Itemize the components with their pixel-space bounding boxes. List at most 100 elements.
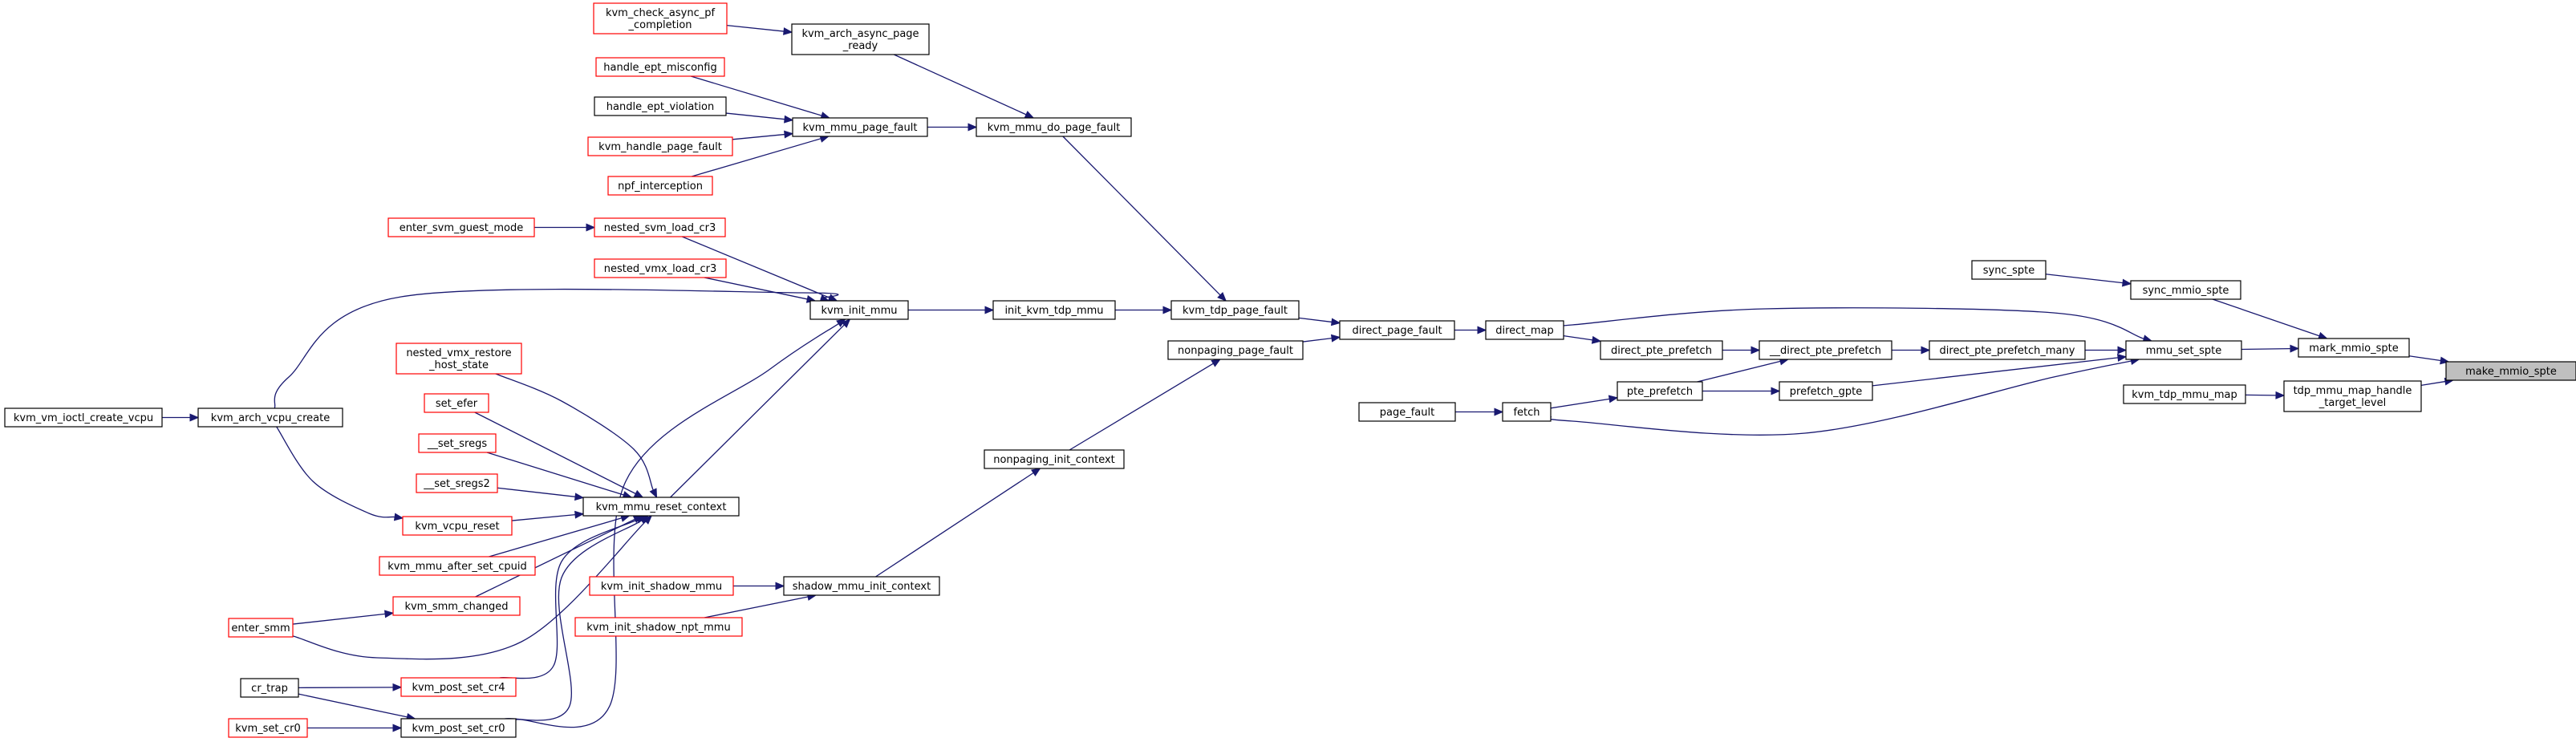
node-kvm-smm-changed[interactable]: kvm_smm_changed (392, 596, 521, 616)
node-kvm-tdp-mmu-map[interactable]: kvm_tdp_mmu_map (2123, 384, 2246, 404)
node-npf-interception[interactable]: npf_interception (607, 176, 713, 196)
node-pte-prefetch[interactable]: pte_prefetch (1617, 381, 1703, 401)
node-kvm-mmu-page-fault[interactable]: kvm_mmu_page_fault (792, 117, 928, 137)
node-kvm-vcpu-reset[interactable]: kvm_vcpu_reset (402, 516, 513, 536)
node-kvm-arch-async-page-ready[interactable]: kvm_arch_async_page_ready (791, 23, 930, 55)
node-label: cr_trap (251, 683, 288, 695)
node-mark-mmio-spte[interactable]: mark_mmio_spte (2298, 338, 2410, 358)
arrowhead-icon (574, 510, 585, 519)
node-box (2283, 380, 2422, 412)
node-nonpaging-init-context[interactable]: nonpaging_init_context (984, 449, 1125, 469)
node-kvm-vm-ioctl-create-vcpu[interactable]: kvm_vm_ioctl_create_vcpu (4, 407, 163, 428)
arrowhead-icon (189, 413, 200, 422)
node-mmu-set-spte[interactable]: mmu_set_spte (2125, 340, 2242, 360)
node-tdp-mmu-map-handle-target-level[interactable]: tdp_mmu_map_handle_target_level (2283, 380, 2422, 412)
node-label: nested_vmx_restore (406, 347, 511, 359)
call-edge-__set_sregs-to-kvm_mmu_reset_context (486, 452, 633, 499)
node-set-sregs[interactable]: __set_sregs (418, 433, 497, 453)
arrowhead-icon (1211, 359, 1221, 367)
node-box (809, 300, 909, 320)
node-make-mmio-spte[interactable]: make_mmio_spte (2445, 361, 2576, 381)
arrowhead-icon (784, 115, 794, 124)
node-nested-svm-load-cr3[interactable]: nested_svm_load_cr3 (594, 217, 726, 237)
arrowhead-icon (1330, 318, 1341, 326)
node-nested-vmx-load-cr3[interactable]: nested_vmx_load_cr3 (594, 258, 727, 278)
node-set-sregs2[interactable]: __set_sregs2 (416, 473, 498, 493)
edge-line (726, 25, 785, 32)
node-kvm-init-shadow-mmu[interactable]: kvm_init_shadow_mmu (589, 576, 734, 596)
node-kvm-init-shadow-npt-mmu[interactable]: kvm_init_shadow_npt_mmu (574, 617, 743, 637)
call-edges (162, 25, 2455, 732)
call-edge-nonpaging_init_context-to-nonpaging_page_fault (1069, 359, 1221, 451)
node-direct-map[interactable]: direct_map (1485, 320, 1564, 340)
node-label: __set_sregs (427, 438, 487, 450)
arrowhead-icon (649, 488, 658, 499)
arrowhead-icon (1330, 334, 1341, 343)
arrowhead-icon (1591, 335, 1602, 344)
node-direct-pte-prefetch-many[interactable]: direct_pte_prefetch_many (1929, 340, 2086, 360)
node-label: direct_map (1495, 325, 1554, 337)
node-kvm-tdp-page-fault[interactable]: kvm_tdp_page_fault (1170, 300, 1300, 320)
node-kvm-mmu-reset-context[interactable]: kvm_mmu_reset_context (582, 497, 740, 517)
node-nested-vmx-restore-host-state[interactable]: nested_vmx_restore_host_state (396, 343, 522, 375)
node-label: kvm_post_set_cr4 (412, 682, 505, 694)
arrowhead-icon (392, 724, 403, 732)
edge-line (894, 54, 1027, 116)
call-edge-kvm_init_mmu-to-init_kvm_tdp_mmu (908, 306, 995, 314)
edge-line (1062, 136, 1221, 296)
node-box (587, 136, 733, 156)
call-edge-kvm_vcpu_reset-to-kvm_mmu_reset_context (511, 510, 585, 521)
node-nonpaging-page-fault[interactable]: nonpaging_page_fault (1167, 340, 1304, 360)
arrowhead-icon (836, 318, 846, 327)
call-edge-sync_spte-to-sync_mmio_spte (2045, 274, 2132, 287)
call-edge-init_kvm_tdp_mmu-to-kvm_tdp_page_fault (1115, 306, 1173, 314)
node-box (387, 217, 535, 237)
node-label: _ready (842, 40, 878, 52)
node-label: kvm_set_cr0 (235, 723, 301, 735)
node-set-efer[interactable]: set_efer (424, 393, 489, 413)
node-kvm-init-mmu[interactable]: kvm_init_mmu (809, 300, 909, 320)
node-kvm-arch-vcpu-create[interactable]: kvm_arch_vcpu_create (197, 407, 343, 428)
node-kvm-mmu-do-page-fault[interactable]: kvm_mmu_do_page_fault (976, 117, 1132, 137)
node-box (791, 23, 930, 55)
node-direct-page-fault[interactable]: direct_page_fault (1339, 320, 1455, 340)
edge-line (276, 426, 396, 518)
node-kvm-handle-page-fault[interactable]: kvm_handle_page_fault (587, 136, 733, 156)
edge-line (489, 517, 623, 557)
arrowhead-icon (1494, 407, 1504, 416)
edge-line (497, 487, 576, 497)
node-cr-trap[interactable]: cr_trap (240, 678, 299, 698)
node-enter-smm[interactable]: enter_smm (228, 618, 294, 638)
node-kvm-mmu-after-set-cpuid[interactable]: kvm_mmu_after_set_cpuid (379, 556, 536, 576)
call-edge-direct_pte_prefetch-to-__direct_pte_prefetch (1722, 346, 1761, 355)
node-direct-pte-prefetch[interactable]: direct_pte_prefetch (1600, 340, 1723, 360)
edge-line (1563, 334, 1593, 341)
node-kvm-set-cr0[interactable]: kvm_set_cr0 (228, 718, 308, 738)
node-kvm-post-set-cr0[interactable]: kvm_post_set_cr0 (400, 718, 517, 738)
node-sync-mmio-spte[interactable]: sync_mmio_spte (2130, 280, 2241, 300)
node-sync-spte[interactable]: sync_spte (1971, 260, 2047, 280)
node-direct-pte-prefetch[interactable]: __direct_pte_prefetch (1759, 340, 1892, 360)
node-shadow-mmu-init-context[interactable]: shadow_mmu_init_context (783, 576, 940, 596)
node-prefetch-gpte[interactable]: prefetch_gpte (1779, 381, 1873, 401)
call-edge-kvm_init_shadow_mmu-to-shadow_mmu_init_context (733, 582, 785, 590)
node-page-fault[interactable]: page_fault (1358, 402, 1456, 422)
node-kvm-check-async-pf-completion[interactable]: kvm_check_async_pf_completion (593, 2, 728, 34)
node-fetch[interactable]: fetch (1502, 402, 1552, 422)
node-enter-svm-guest-mode[interactable]: enter_svm_guest_mode (387, 217, 535, 237)
arrowhead-icon (1024, 111, 1035, 119)
arrowhead-icon (384, 610, 395, 618)
node-kvm-post-set-cr4[interactable]: kvm_post_set_cr4 (400, 677, 517, 697)
node-handle-ept-misconfig[interactable]: handle_ept_misconfig (595, 57, 725, 77)
edge-line (499, 519, 638, 679)
node-init-kvm-tdp-mmu[interactable]: init_kvm_tdp_mmu (992, 300, 1116, 320)
node-box (594, 96, 727, 116)
node-label: kvm_mmu_reset_context (596, 501, 727, 513)
edge-line (1069, 363, 1214, 451)
node-label: kvm_check_async_pf (606, 7, 716, 19)
node-box (992, 300, 1116, 320)
node-label: tdp_mmu_map_handle (2294, 385, 2412, 397)
node-handle-ept-violation[interactable]: handle_ept_violation (594, 96, 727, 116)
node-box (1358, 402, 1456, 422)
edge-line (692, 138, 821, 177)
